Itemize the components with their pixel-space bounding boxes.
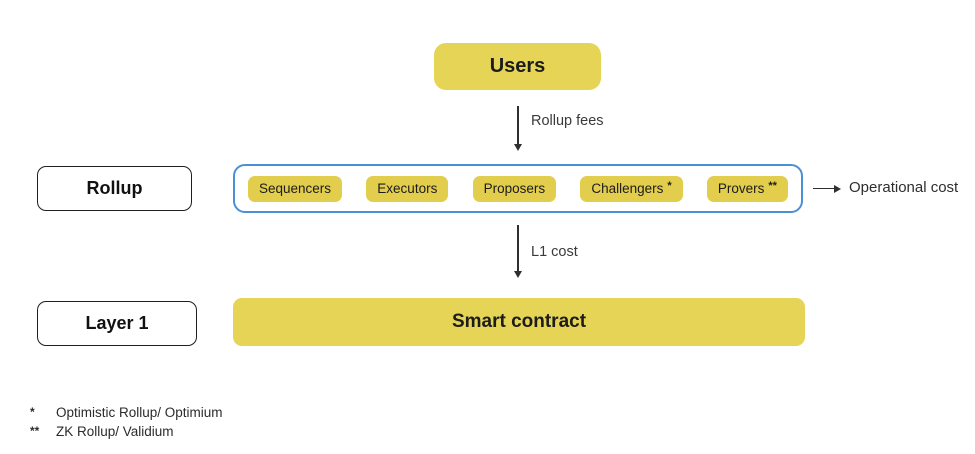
l1-cost-arrow (513, 225, 523, 278)
users-box: Users (434, 43, 601, 90)
node-proposers: Proposers (472, 175, 557, 202)
node-label: Executors (377, 180, 438, 196)
rollup-fees-label: Rollup fees (531, 113, 604, 129)
rollup-label-box: Rollup (37, 166, 192, 211)
layer1-label: Layer 1 (85, 313, 149, 333)
users-label: Users (489, 55, 546, 77)
footnote-marker: * (667, 179, 672, 192)
arrow-head-down-icon (514, 144, 522, 151)
footnote-text: ZK Rollup/ Validium (56, 424, 174, 439)
node-label: Challengers (591, 180, 664, 196)
l1-cost-label: L1 cost (531, 244, 578, 260)
rollup-fees-arrow (513, 106, 523, 151)
footnote-marker: ** (30, 424, 40, 438)
rollup-label: Rollup (86, 178, 143, 198)
footnotes: * Optimistic Rollup/ Optimium ** ZK Roll… (30, 403, 223, 441)
node-provers: Provers** (706, 175, 788, 202)
node-label: Proposers (483, 180, 546, 196)
smart-contract-box: Smart contract (233, 298, 805, 346)
arrow-shaft (517, 106, 519, 144)
footnote-marker: * (30, 405, 35, 419)
node-challengers: Challengers* (580, 175, 683, 202)
arrow-head-right-icon (834, 184, 841, 193)
footnote-text: Optimistic Rollup/ Optimium (56, 405, 223, 420)
node-label: Provers (717, 180, 765, 196)
operational-cost-arrow (813, 184, 841, 193)
arrow-shaft (813, 187, 834, 190)
node-label: Sequencers (259, 180, 332, 196)
footnote-marker: ** (768, 179, 777, 192)
operational-cost-label: Operational cost (849, 179, 959, 196)
node-sequencers: Sequencers (248, 175, 343, 202)
layer1-label-box: Layer 1 (37, 301, 197, 346)
footnote-zk: ** ZK Rollup/ Validium (30, 422, 223, 441)
arrow-shaft (517, 225, 519, 271)
arrow-head-down-icon (514, 271, 522, 278)
footnote-optimistic: * Optimistic Rollup/ Optimium (30, 403, 223, 422)
node-executors: Executors (366, 175, 449, 202)
rollup-actors-container: Sequencers Executors Proposers Challenge… (233, 164, 803, 213)
smart-contract-label: Smart contract (451, 311, 587, 332)
